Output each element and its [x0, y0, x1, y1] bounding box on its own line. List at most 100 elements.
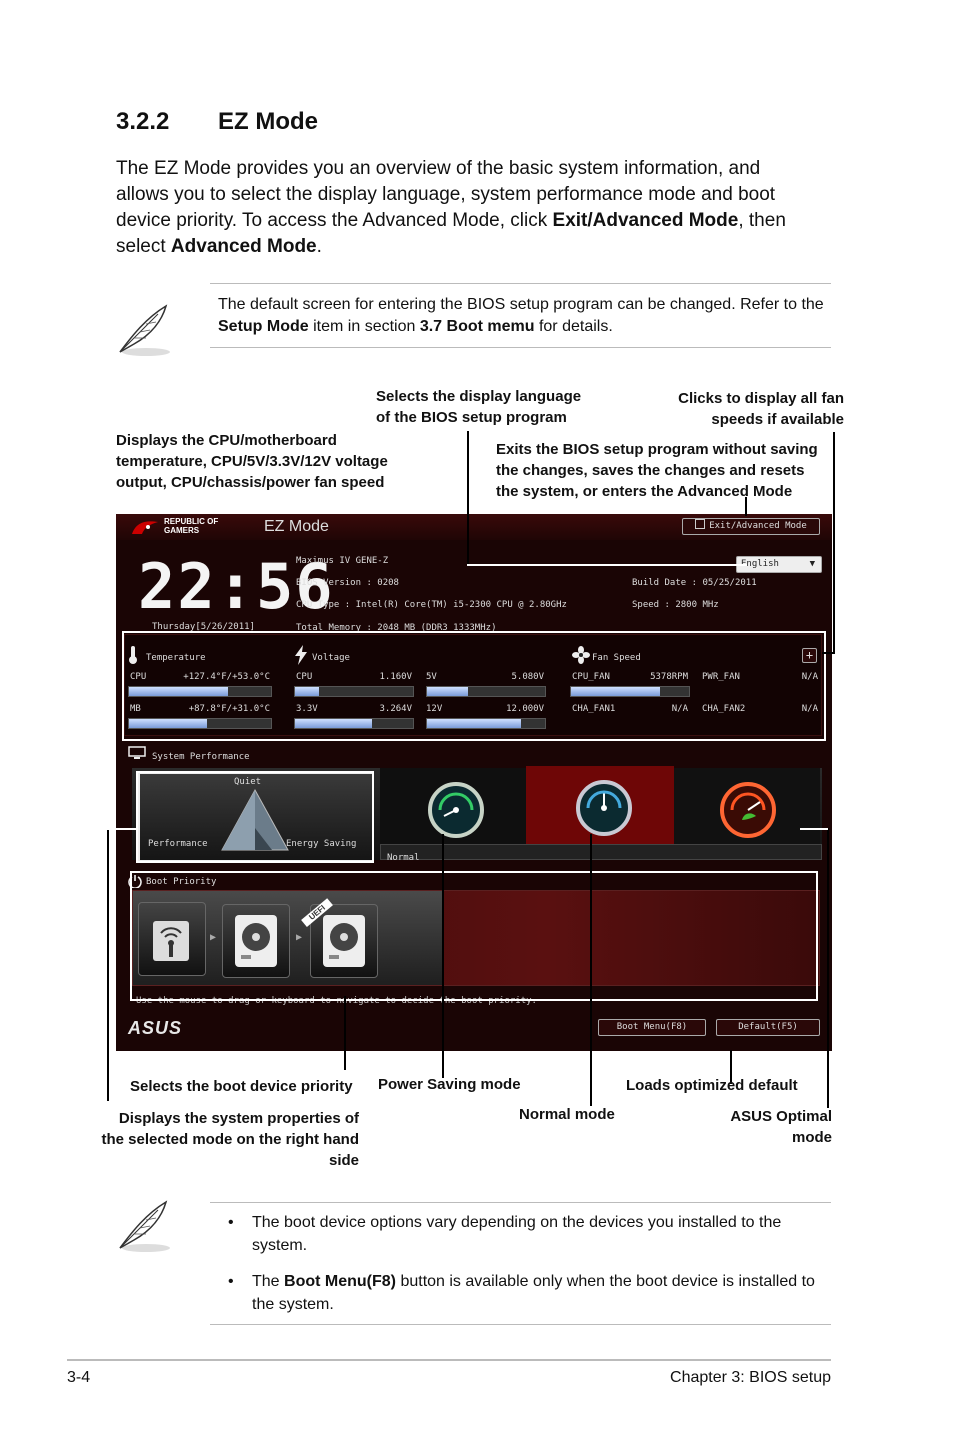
- power-saving-gauge-icon: [428, 782, 484, 838]
- fan-cha2-value: N/A: [801, 704, 818, 714]
- power-saving-mode-button[interactable]: [380, 768, 526, 844]
- note-text-part: for details.: [534, 318, 613, 335]
- cpu-speed: Speed : 2800 MHz: [632, 600, 719, 610]
- leader-line: [344, 996, 346, 1070]
- note-text-part: The default screen for entering the BIOS…: [218, 296, 824, 313]
- volt-3v3-name: 3.3V: [296, 704, 318, 714]
- section-title: EZ Mode: [218, 108, 318, 135]
- callout-normal: Normal mode: [519, 1106, 615, 1123]
- leader-line: [590, 834, 592, 1106]
- list-item: •The Boot Menu(F8) button is available o…: [210, 1270, 822, 1316]
- callout-system-properties: Displays the system properties of the se…: [101, 1110, 359, 1169]
- lightning-icon: [295, 645, 307, 665]
- note-text-part: section: [364, 318, 420, 335]
- intro-paragraph: The EZ Mode provides you an overview of …: [116, 156, 816, 260]
- leader-line: [822, 652, 834, 654]
- fan-expand-button[interactable]: +: [802, 648, 817, 663]
- bar-fill: [129, 719, 208, 728]
- perf-quiet-label: Quiet: [234, 777, 262, 787]
- boot-priority-label: Boot Priority: [146, 877, 217, 887]
- boot-highlight-box: [130, 871, 818, 1001]
- language-dropdown[interactable]: English ▼: [736, 556, 822, 573]
- exit-advanced-mode-button[interactable]: Exit/Advanced Mode: [682, 518, 820, 535]
- boot-device-hdd2-uefi[interactable]: [310, 904, 378, 978]
- section-number: 3.2.2: [116, 108, 170, 135]
- fan-cha1-name: CHA_FAN1: [572, 704, 616, 714]
- boot-device-hdd1[interactable]: [222, 904, 290, 978]
- callout-boot-priority: Selects the boot device priority: [130, 1078, 353, 1095]
- bar-fill: [427, 719, 522, 728]
- volt-12v-bar: [426, 718, 546, 729]
- board-model: Maximus IV GENE-Z: [296, 556, 389, 566]
- page-footer: 3-4 Chapter 3: BIOS setup: [67, 1359, 831, 1386]
- volt-3v3-value: 3.264V: [379, 704, 412, 714]
- asus-logo: ASUS: [128, 1018, 183, 1038]
- rog-brand-text: REPUBLIC OF GAMERS: [164, 517, 219, 535]
- boot-help-text: Use the mouse to drag or keyboard to nav…: [136, 996, 537, 1006]
- note-bold-setup-mode: Setup Mode: [218, 318, 309, 335]
- leader-line: [467, 431, 469, 565]
- boot-device-network[interactable]: [138, 902, 206, 976]
- callout-fan: Clicks to display all fan speeds if avai…: [678, 390, 844, 428]
- leader-line: [827, 828, 829, 1108]
- normal-mode-button[interactable]: [526, 766, 674, 844]
- bios-ez-mode-screenshot: REPUBLIC OF GAMERS EZ Mode Exit/Advanced…: [116, 514, 832, 1051]
- section-heading: 3.2.2 EZ Mode: [116, 108, 318, 136]
- fan-cpu-value: 5378RPM: [650, 672, 688, 682]
- voltage-label: Voltage: [312, 653, 350, 663]
- callout-language: Selects the display language of the BIOS…: [376, 388, 582, 426]
- fan-speed-label: Fan Speed: [592, 653, 641, 663]
- bar-fill: [427, 687, 469, 696]
- note-text-part: item in: [308, 318, 365, 335]
- exit-button-label: Exit/Advanced Mode: [709, 521, 807, 531]
- volt-cpu-bar: [294, 686, 414, 697]
- callout-power-saving: Power Saving mode: [378, 1076, 521, 1093]
- bullet: •: [228, 1214, 234, 1231]
- leader-line: [800, 828, 828, 830]
- note-text: The default screen for entering the BIOS…: [218, 294, 833, 338]
- callout-default: Loads optimized default: [626, 1077, 798, 1094]
- note-list: • The boot device options vary depending …: [210, 1211, 831, 1316]
- system-performance-label: System Performance: [152, 752, 250, 762]
- intro-bold-advanced: Advanced Mode: [170, 236, 317, 257]
- optimal-gauge-icon: [720, 782, 776, 838]
- fan-pwr-value: N/A: [801, 672, 818, 682]
- performance-triangle-selector[interactable]: Quiet Performance Energy Saving: [138, 772, 374, 862]
- perf-mode-label: Normal: [387, 853, 420, 863]
- volt-cpu-name: CPU: [296, 672, 313, 682]
- plus-icon: +: [805, 648, 814, 662]
- bios-clock: 22:56: [138, 550, 335, 623]
- intro-text: The EZ Mode provides you an overview of …: [116, 158, 776, 231]
- chevron-down-icon: ▼: [809, 559, 815, 569]
- thermometer-icon: [129, 646, 137, 664]
- note-text: The boot device options vary depending o…: [252, 1214, 782, 1254]
- chapter-title: Chapter 3: BIOS setup: [670, 1369, 831, 1386]
- leader-line: [107, 828, 137, 830]
- leader-line: [745, 497, 747, 516]
- boot-menu-button[interactable]: Boot Menu(F8): [598, 1019, 706, 1036]
- page-number: 3-4: [67, 1369, 91, 1386]
- fan-cpu-name: CPU_FAN: [572, 672, 610, 682]
- total-memory: Total Memory : 2048 MB (DDR3 1333MHz): [296, 623, 497, 633]
- perf-energy-label: Energy Saving: [286, 839, 357, 849]
- note-bold-boot-menu: Boot Menu(F8): [284, 1273, 396, 1290]
- temp-cpu-name: CPU: [130, 672, 147, 682]
- temp-mb-value: +87.8°F/+31.0°C: [188, 704, 270, 714]
- monitor-highlight-box: [122, 631, 826, 741]
- temperature-label: Temperature: [146, 653, 206, 663]
- asus-optimal-mode-button[interactable]: [674, 768, 820, 844]
- perf-performance-label: Performance: [148, 839, 208, 849]
- power-icon: [128, 875, 142, 888]
- temp-mb-name: MB: [130, 704, 141, 714]
- rog-logo-icon: [132, 521, 158, 534]
- default-button[interactable]: Default(F5): [716, 1019, 820, 1036]
- note-bold-section: 3.7 Boot memu: [419, 318, 535, 335]
- language-selected: English: [741, 559, 779, 569]
- bar-fill: [295, 719, 372, 728]
- bios-version: BIOS Version : 0208: [296, 578, 399, 588]
- arrow-right-icon: ▶: [210, 932, 217, 943]
- bar-fill: [129, 687, 229, 696]
- hard-disk-icon: [323, 915, 365, 967]
- volt-12v-value: 12.000V: [506, 704, 544, 714]
- fan-icon: [572, 646, 590, 664]
